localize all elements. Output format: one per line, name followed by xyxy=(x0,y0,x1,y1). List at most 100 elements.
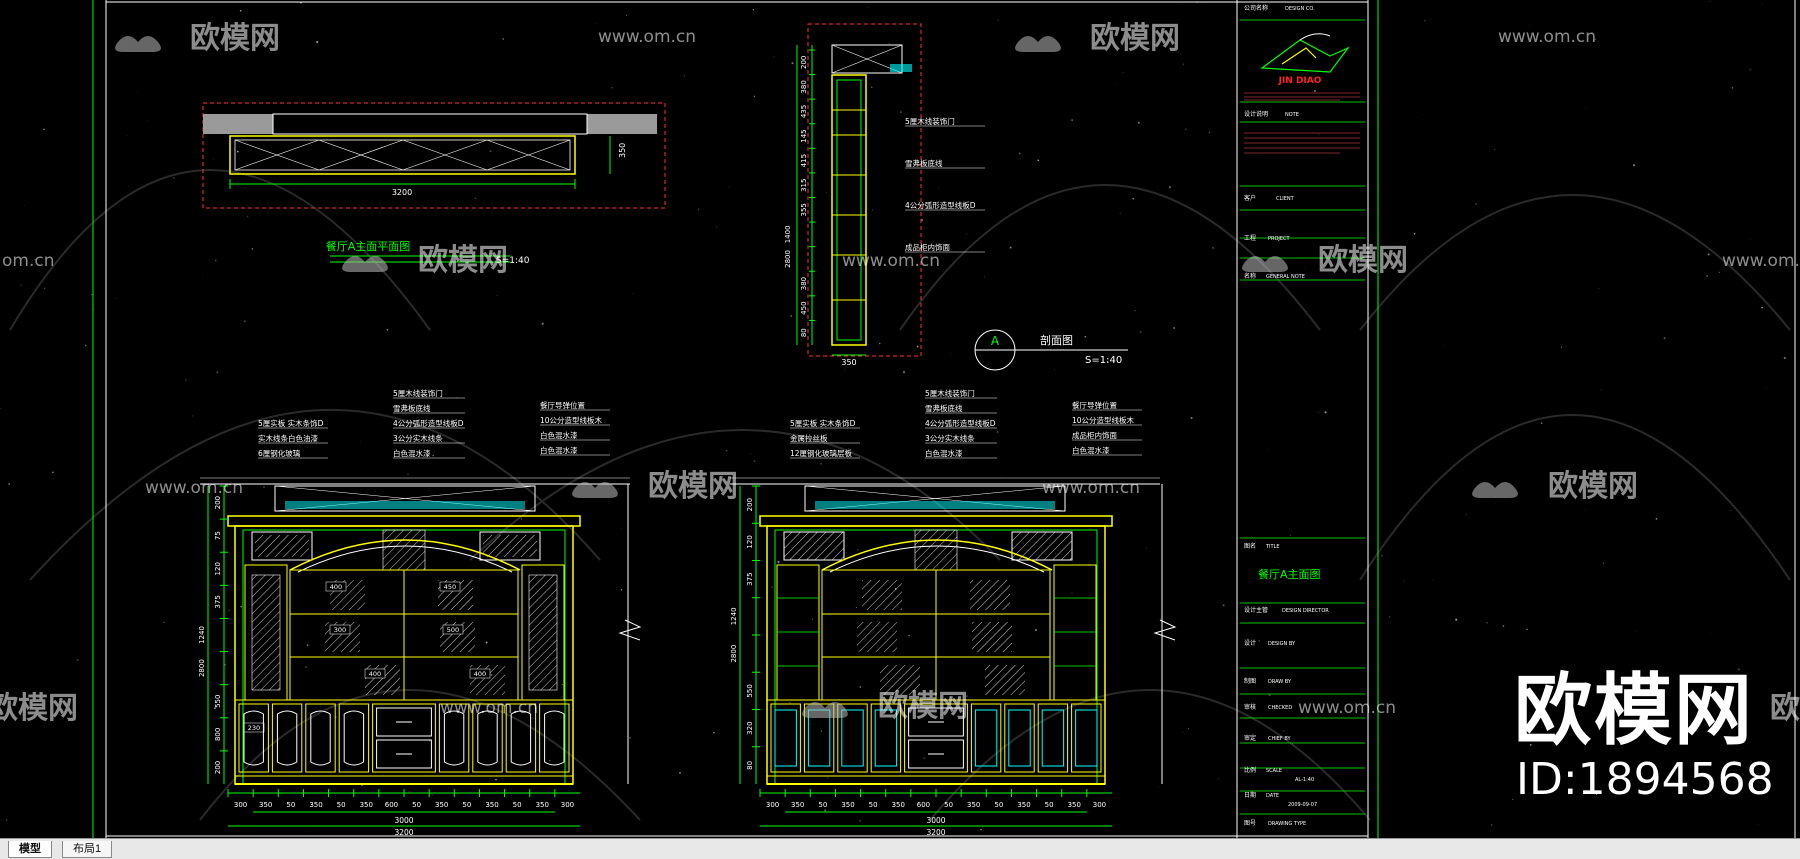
dimension-label: 50 xyxy=(462,801,471,809)
star-dot xyxy=(1424,20,1425,21)
star-dot xyxy=(821,730,822,731)
star-dot xyxy=(474,198,476,200)
dimension-label: 350 xyxy=(1017,801,1030,809)
tb-notes-fine-print xyxy=(1244,133,1360,153)
star-dot xyxy=(331,551,332,552)
tab-model[interactable]: 模型 xyxy=(8,841,52,858)
star-dot xyxy=(1541,422,1543,424)
star-dot xyxy=(1218,778,1219,779)
star-dot xyxy=(997,431,999,433)
star-dot xyxy=(824,809,826,811)
star-dot xyxy=(1268,449,1269,450)
dimension-label: 1400 xyxy=(784,225,792,243)
star-dot xyxy=(777,561,779,563)
note-text: 餐厅导弹位置 xyxy=(1072,400,1117,410)
star-dot xyxy=(1414,233,1416,235)
star-dot xyxy=(1750,239,1751,240)
star-dot xyxy=(1120,213,1121,214)
dimension-label: 2800 xyxy=(198,659,206,677)
tb-notes-label: 设计说明 xyxy=(1244,110,1268,118)
tb-checked-label: 审核 xyxy=(1244,703,1256,711)
note-text: 5厘木线装饰门 xyxy=(925,388,975,398)
glass-door-panel xyxy=(808,710,829,766)
glass-door-panel xyxy=(775,710,796,766)
watermark-id-label: ID:1894568 xyxy=(1516,758,1774,802)
company-logo: JIN DIAO xyxy=(1262,34,1348,86)
star-dot xyxy=(1173,327,1175,329)
note-text: 5厘实板 实木条饰D xyxy=(790,418,856,428)
note-text: 餐厅导弹位置 xyxy=(540,400,585,410)
star-dot xyxy=(868,7,869,8)
star-dot xyxy=(871,87,872,88)
dimension-label: 350 xyxy=(259,801,272,809)
watermark-brand-logo-2: 欧模网 xyxy=(1015,21,1180,56)
watermark-url-5: www.om.cn xyxy=(145,478,243,498)
star-dot xyxy=(1465,514,1466,515)
dimension-label: 50 xyxy=(286,801,295,809)
star-dot xyxy=(1290,535,1291,536)
dimension-label: 350 xyxy=(435,801,448,809)
star-dot xyxy=(1585,108,1586,109)
dimension-label: 50 xyxy=(818,801,827,809)
raised-door-panel xyxy=(444,711,463,765)
watermark-url-2: www.om.cn xyxy=(1498,27,1596,47)
tab-layout1[interactable]: 布局1 xyxy=(62,841,112,858)
tb-design-label: 设计主管 xyxy=(1244,606,1268,614)
star-dot xyxy=(1314,90,1316,92)
star-dot xyxy=(679,772,681,774)
glass-door-panel xyxy=(1076,710,1097,766)
star-dot xyxy=(52,472,54,474)
star-dot xyxy=(1603,563,1604,564)
star-dot xyxy=(950,790,951,791)
star-dot xyxy=(648,210,649,211)
tb-notes-value: NOTE xyxy=(1285,112,1299,118)
star-dot xyxy=(859,820,861,822)
dimension-label: 2800 xyxy=(784,250,792,268)
note-text: 5厘木线装饰门 xyxy=(905,116,955,126)
dimension-label: 200 xyxy=(800,56,808,69)
star-dot xyxy=(1259,640,1260,641)
elevation-view-2[interactable]: 5厘实板 实木条饰D金属拉丝板12厘钢化玻璃层板5厘木线装饰门雪弗板底线4公分弧… xyxy=(730,388,1175,837)
dimension-label: 300 xyxy=(561,801,574,809)
star-dot xyxy=(859,686,860,687)
star-dot xyxy=(1601,389,1602,390)
star-dot xyxy=(1444,345,1445,346)
dimension-label: 50 xyxy=(994,801,1003,809)
star-dot xyxy=(1283,730,1284,731)
star-dot xyxy=(1183,64,1184,65)
watermark-url-partial-1: om.cn xyxy=(2,251,55,271)
watermark-url-3: www.om.cn xyxy=(842,251,940,271)
elevation-view-1[interactable]: 5厘实板 实木条饰D实木线条白色油漆6厘钢化玻璃5厘木线装饰门雪弗板底线4公分弧… xyxy=(198,388,640,837)
star-dot xyxy=(684,75,685,76)
star-dot xyxy=(791,62,793,64)
star-dot xyxy=(147,120,148,121)
star-dot xyxy=(621,528,622,529)
raised-door-panel xyxy=(511,711,530,765)
star-dot xyxy=(1209,132,1210,133)
tb-design-value: DESIGN DIRECTOR xyxy=(1282,608,1329,614)
dimension-label: 80 xyxy=(800,328,808,337)
tb-title-label-en: TITLE xyxy=(1265,544,1280,550)
star-dot xyxy=(1134,310,1135,311)
overall-width-label: 3200 xyxy=(394,828,413,837)
elevation1-notes: 5厘实板 实木条饰D实木线条白色油漆6厘钢化玻璃5厘木线装饰门雪弗板底线4公分弧… xyxy=(258,388,610,458)
star-dot xyxy=(1404,580,1405,581)
note-text: 白色混水漆 xyxy=(540,445,578,455)
star-dot xyxy=(1140,331,1142,333)
star-dot xyxy=(590,427,591,428)
star-dot xyxy=(446,404,447,405)
raised-door-panel xyxy=(478,711,497,765)
star-dot xyxy=(984,277,985,278)
plan-view[interactable]: 3200 350 餐厅A主面平面图 S=1:40 xyxy=(203,103,665,266)
star-dot xyxy=(35,285,36,286)
star-dot xyxy=(213,159,214,160)
elevation2-notes: 5厘实板 实木条饰D金属拉丝板12厘钢化玻璃层板5厘木线装饰门雪弗板底线4公分弧… xyxy=(790,388,1142,458)
watermark-brand-logo-1: 欧模网 xyxy=(115,21,280,56)
watermark-brand-logo-4: 欧模网 xyxy=(1242,243,1408,278)
tb-client-label: 客户 xyxy=(1244,194,1256,202)
note-text: 成品柜内饰面 xyxy=(1072,430,1117,440)
